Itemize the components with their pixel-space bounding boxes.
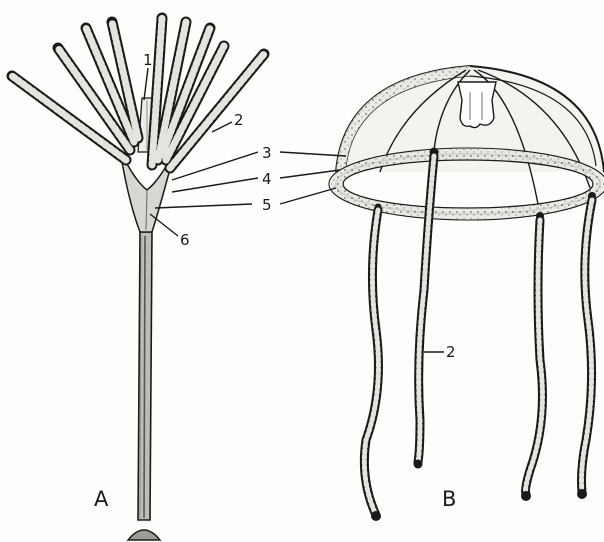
label-2-polyp: 2 xyxy=(234,111,244,129)
label-2-medusa: 2 xyxy=(446,343,456,361)
label-3: 3 xyxy=(262,144,272,162)
caption-b: B xyxy=(442,487,456,511)
label-5: 5 xyxy=(262,196,272,214)
label-6: 6 xyxy=(180,231,190,249)
polyp-figure xyxy=(12,18,264,540)
medusa-figure xyxy=(329,66,604,521)
polyp-tentacles xyxy=(12,18,264,168)
medusa-manubrium xyxy=(458,82,496,128)
label-1: 1 xyxy=(143,51,153,69)
medusa-bell-margin xyxy=(329,148,604,220)
label-4: 4 xyxy=(262,170,272,188)
caption-a: A xyxy=(94,487,109,511)
polyp-stalk xyxy=(128,232,160,540)
